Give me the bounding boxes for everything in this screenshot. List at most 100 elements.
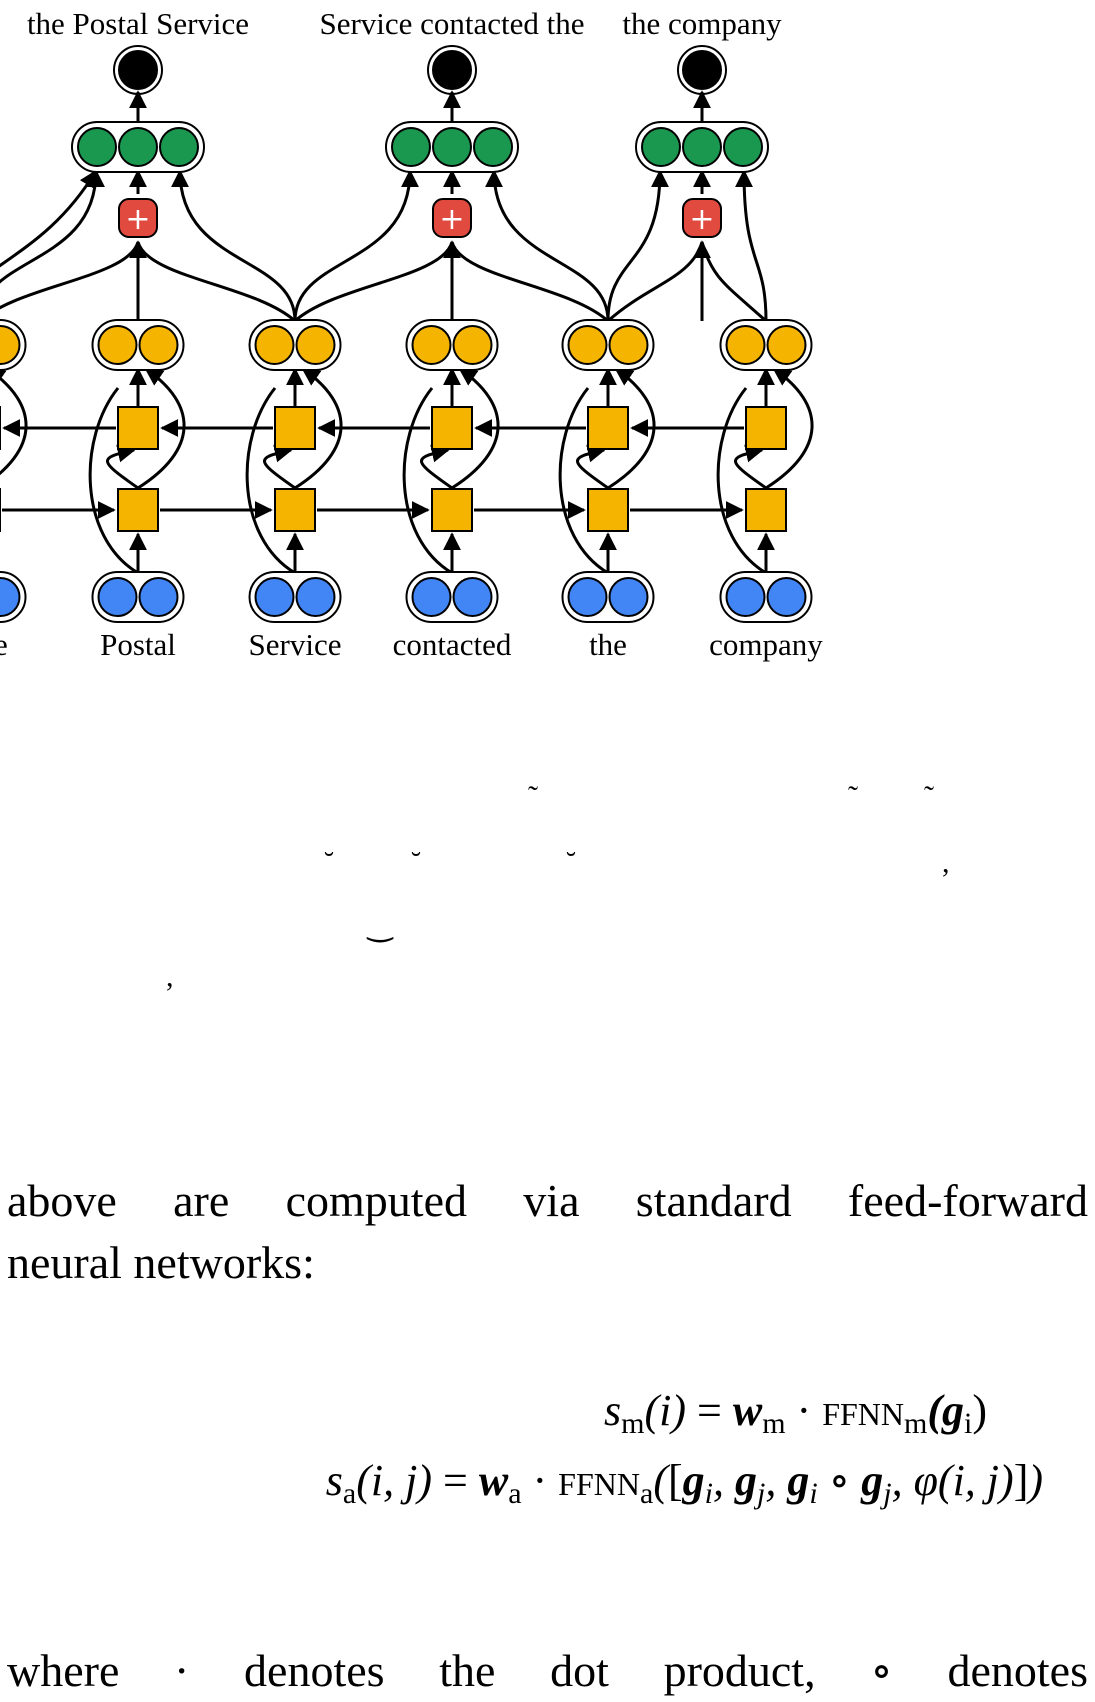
hidden-state-node-unit (452, 325, 493, 365)
span-representation-node-unit (159, 127, 199, 167)
clipped-text-fragments: ˜ ˜ ˜ ˘ ˘ ˘ , ‿ , (166, 780, 950, 993)
eq1-g: (g (927, 1386, 964, 1435)
mention-score-node (432, 50, 472, 90)
hidden-state-node-unit (254, 325, 295, 365)
eq1-s: s (604, 1386, 622, 1435)
hidden-state-node-unit (608, 325, 649, 365)
hidden-state-node-unit (567, 325, 608, 365)
embedding-node-unit (567, 577, 608, 617)
eq2-argument-list: ([gi, gj, gi ∘ gj, φ(i, j)]) (653, 1456, 1043, 1510)
span-start-edge (293, 169, 419, 322)
eq2-w: w (478, 1456, 509, 1505)
backward-lstm-cell (431, 406, 473, 450)
span-representation-node-unit (77, 127, 117, 167)
eq2-ffnn: FFNN (558, 1466, 640, 1502)
token-label-company: company (709, 627, 823, 662)
span-start-edge (606, 169, 669, 322)
span-label-2: Service contacted the (319, 6, 584, 41)
attention-input-edge (293, 241, 454, 323)
eq1-s-sub: m (621, 1407, 645, 1440)
eq1-dot: · (785, 1386, 823, 1435)
eq2-w-sub: a (508, 1477, 522, 1510)
span-representation-node-unit (641, 127, 681, 167)
forward-to-backward-edge (106, 444, 139, 490)
span-representation-node-unit (391, 127, 431, 167)
mention-score-ring (677, 45, 727, 95)
embedding-node-unit (725, 577, 766, 617)
plus-symbol: + (125, 202, 150, 237)
token-label-contacted: contacted (393, 627, 512, 662)
paragraph-ffnn-intro: above are computed via standard feed-for… (0, 1170, 1095, 1310)
mention-score-ring (113, 45, 163, 95)
backward-lstm-cell (274, 406, 316, 450)
embedding-node-unit (411, 577, 452, 617)
span-end-edge (735, 169, 768, 322)
attention-sum-node (118, 198, 158, 238)
hidden-state-node-unit (138, 325, 179, 365)
embedding-node-unit (254, 577, 295, 617)
attention-input-edge (136, 241, 297, 323)
forward-skip-edge (451, 367, 500, 490)
forward-skip-edge (294, 367, 343, 490)
backward-lstm-cell (745, 406, 787, 450)
token-label-postal: Postal (100, 627, 176, 662)
eq1-arg: (i) (644, 1386, 686, 1435)
forward-skip-edge (0, 367, 28, 476)
hidden-state-node-unit (97, 325, 138, 365)
embedding-skip-edge (716, 387, 767, 575)
figure-edges (0, 90, 814, 575)
eq2-s: s (325, 1456, 343, 1505)
forward-lstm-cell (431, 488, 473, 532)
forward-lstm-cell (587, 488, 629, 532)
backward-lstm-cell (117, 406, 159, 450)
span-representation-node-unit (473, 127, 513, 167)
attention-sum-node (432, 198, 472, 238)
plus-symbol: + (689, 202, 714, 237)
forward-skip-edge (765, 367, 814, 490)
backward-lstm-cell (587, 406, 629, 450)
para1-line1: above are computed via standard feed-for… (7, 1175, 1088, 1226)
span-end-edge (171, 169, 297, 322)
span-label-1: the Postal Service (27, 6, 249, 41)
eq2-ffnn-sub: a (639, 1477, 654, 1510)
equation-antecedent-score: sa(i, j) = wa · FFNNa([gi, gj, gi ∘ gj, … (326, 1455, 1043, 1511)
span-representation-node-unit (118, 127, 158, 167)
span-label-3: the company (622, 6, 782, 41)
eq1-equals: = (686, 1386, 733, 1435)
embedding-node-unit (138, 577, 179, 617)
embedding-node-unit (766, 577, 807, 617)
hidden-state-node-unit (725, 325, 766, 365)
para2-line1: where · denotes the dot product, ∘ denot… (7, 1645, 1088, 1696)
embedding-node-unit (452, 577, 493, 617)
embedding-skip-edge (558, 387, 609, 575)
forward-to-backward-edge (734, 444, 767, 490)
token-label-service: Service (249, 627, 342, 662)
eq2-equals: = (432, 1456, 479, 1505)
equation-mention-score: sm(i) = wm · FFNNm(gi) (604, 1385, 987, 1441)
eq2-s-sub: a (342, 1477, 357, 1510)
eq1-g-sub: i (964, 1407, 973, 1440)
eq1-ffnn-sub: m (904, 1407, 928, 1440)
mention-score-node (118, 50, 158, 90)
embedding-skip-edge (245, 387, 296, 575)
forward-lstm-cell (274, 488, 316, 532)
embedding-node-unit (97, 577, 138, 617)
embedding-skip-edge (402, 387, 453, 575)
hidden-state-node-unit (295, 325, 336, 365)
embedding-node-unit (295, 577, 336, 617)
forward-to-backward-edge (420, 444, 453, 490)
forward-to-backward-edge (263, 444, 296, 490)
para1-line2: neural networks: (7, 1237, 315, 1288)
forward-skip-edge (137, 367, 186, 490)
attention-input-edge (606, 241, 704, 323)
attention-input-edge (0, 241, 140, 310)
plus-symbol: + (439, 202, 464, 237)
span-start-edge (0, 169, 105, 284)
figure-labels: the Postal Service Service contacted the… (0, 6, 823, 662)
token-label-the: the (589, 627, 627, 662)
eq2-arg: (i, j) (356, 1456, 432, 1505)
embedding-skip-edge (88, 387, 139, 575)
eq2-dot: · (521, 1456, 559, 1505)
eq1-w: w (732, 1386, 763, 1435)
hidden-state-node-unit (0, 325, 21, 365)
